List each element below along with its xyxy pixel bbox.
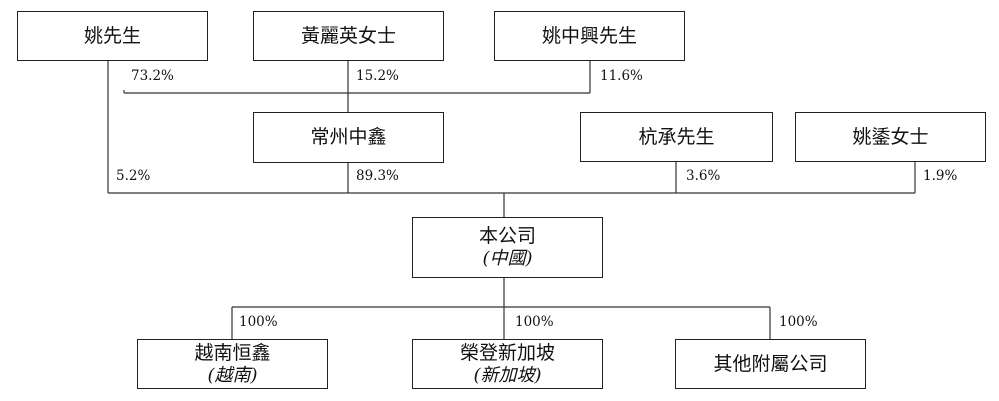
node-location: (新加坡) xyxy=(473,364,542,386)
pct-hang-to-company: 3.6% xyxy=(686,168,721,184)
node-changzhou-zhongxin: 常州中鑫 xyxy=(253,112,444,163)
pct-company-to-vietnam: 100% xyxy=(239,314,278,330)
node-mr-yao-zhongxing: 姚中興先生 xyxy=(494,11,685,61)
node-label: 杭承先生 xyxy=(638,125,715,148)
node-label: 常州中鑫 xyxy=(310,126,387,149)
node-mr-yao: 姚先生 xyxy=(17,11,208,61)
node-ms-yao-wu: 姚鋈女士 xyxy=(795,112,986,162)
pct-yao-to-company: 5.2% xyxy=(116,168,151,184)
node-label: 榮登新加坡 xyxy=(459,341,555,364)
node-location: (越南) xyxy=(207,364,258,386)
pct-yaowu-to-company: 1.9% xyxy=(923,168,958,184)
pct-huang-to-changzhou: 15.2% xyxy=(356,68,399,84)
pct-yao-to-changzhou: 73.2% xyxy=(131,68,174,84)
node-vietnam-hengxin: 越南恒鑫 (越南) xyxy=(137,339,328,389)
node-location: (中國) xyxy=(482,248,533,270)
node-other-subsidiaries: 其他附屬公司 xyxy=(675,339,866,389)
node-company: 本公司 (中國) xyxy=(412,217,603,278)
node-rongdeng-singapore: 榮登新加坡 (新加坡) xyxy=(412,339,603,389)
node-label: 其他附屬公司 xyxy=(713,352,828,375)
node-label: 黃麗英女士 xyxy=(300,24,396,47)
node-label: 姚先生 xyxy=(83,24,141,47)
pct-changzhou-to-company: 89.3% xyxy=(356,168,399,184)
pct-company-to-singapore: 100% xyxy=(515,314,554,330)
node-label: 越南恒鑫 xyxy=(194,341,271,364)
node-label: 姚中興先生 xyxy=(541,24,637,47)
pct-company-to-others: 100% xyxy=(779,314,818,330)
node-mr-hang-cheng: 杭承先生 xyxy=(580,112,773,162)
pct-yaozx-to-changzhou: 11.6% xyxy=(600,68,643,84)
node-label: 姚鋈女士 xyxy=(852,125,929,148)
node-label: 本公司 xyxy=(478,225,536,248)
node-ms-huang: 黃麗英女士 xyxy=(253,11,444,61)
